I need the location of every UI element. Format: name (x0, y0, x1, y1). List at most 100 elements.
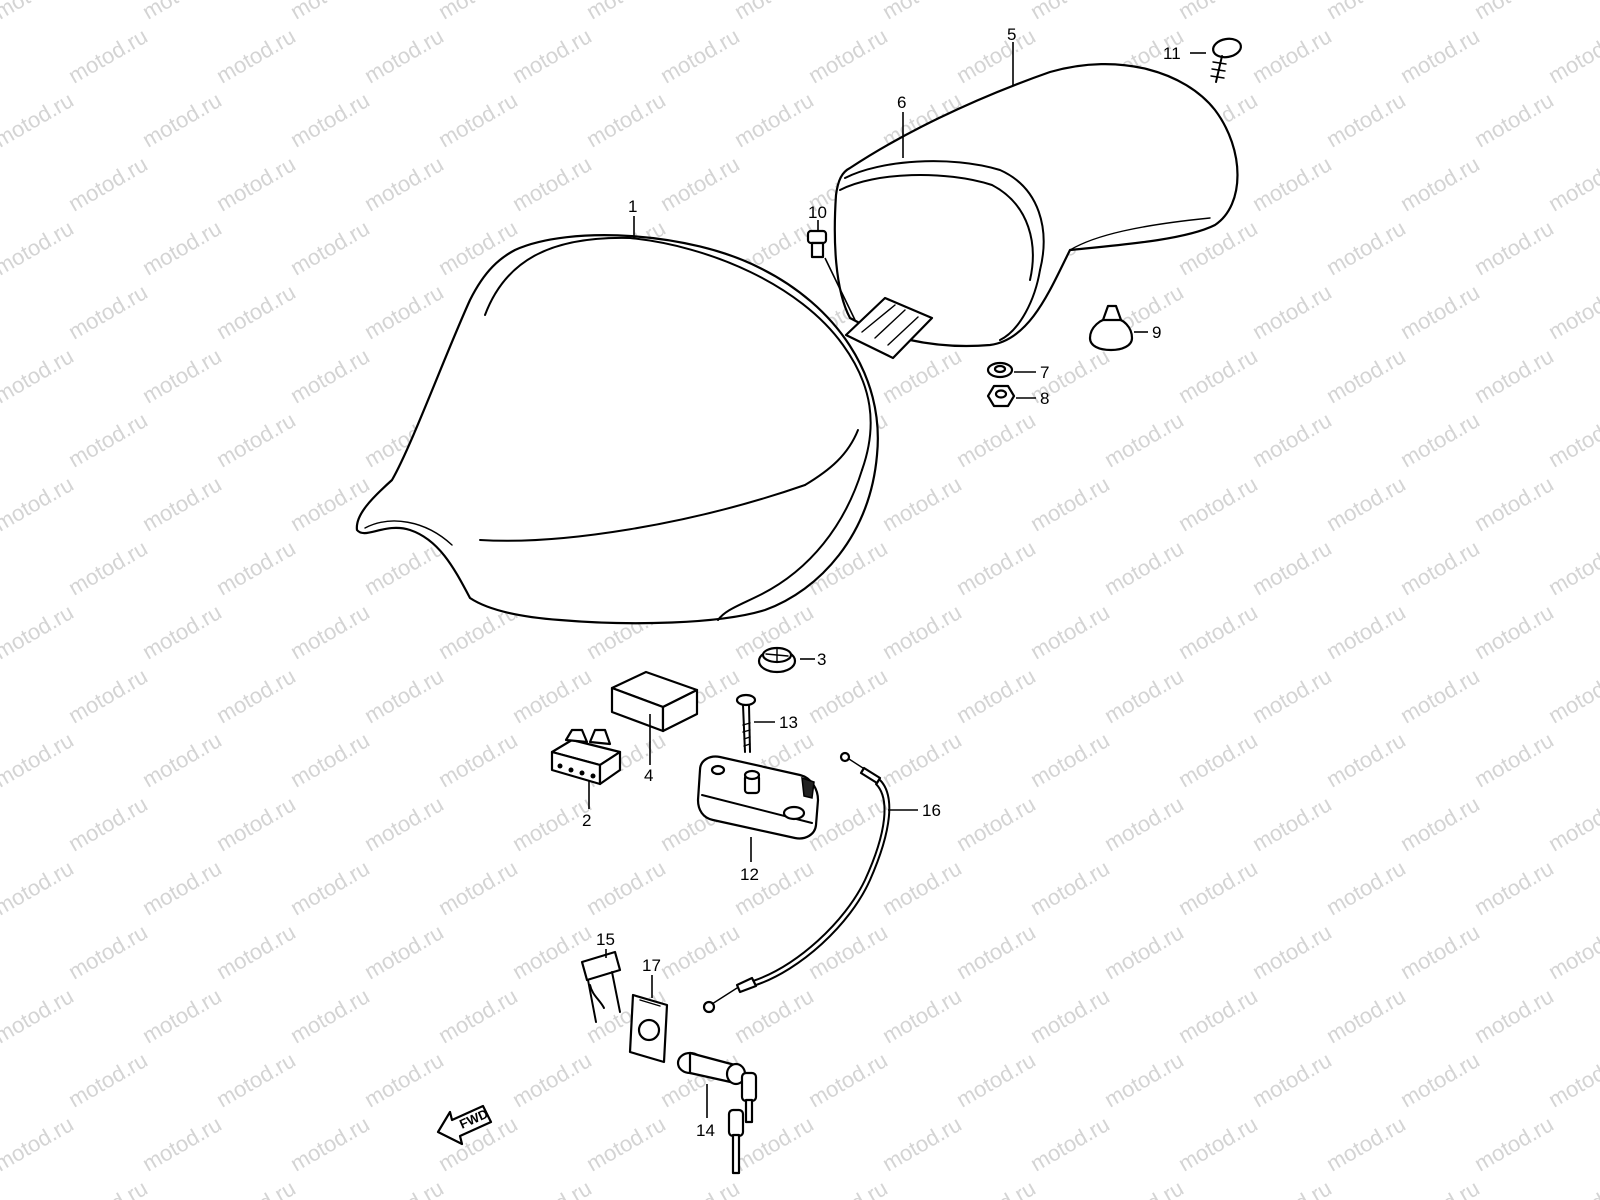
rear-seat-bracket (844, 296, 934, 360)
watermark-text: motod.ru (0, 87, 78, 152)
watermark-text: motod.ru (1396, 663, 1484, 728)
part-9-cushion[interactable] (1088, 304, 1134, 352)
watermark-text: motod.ru (1248, 407, 1336, 472)
watermark-text: motod.ru (1322, 471, 1410, 536)
watermark-text: motod.ru (582, 855, 670, 920)
watermark-text: motod.ru (1322, 1111, 1410, 1176)
watermark-text: motod.ru (360, 1047, 448, 1112)
watermark-text: motod.ru (952, 407, 1040, 472)
watermark-text: motod.ru (1396, 279, 1484, 344)
watermark-text: motod.ru (1322, 343, 1410, 408)
callout-9: 9 (1152, 323, 1161, 342)
watermark-text: motod.ru (360, 23, 448, 88)
watermark-text: motod.ru (1470, 983, 1558, 1048)
watermark-text: motod.ru (1100, 535, 1188, 600)
watermark-text: motod.ru (582, 0, 670, 24)
fwd-arrow: FWD (436, 1104, 493, 1146)
watermark-text: motod.ru (286, 215, 374, 280)
leader-lines (588, 42, 1206, 1118)
watermark-text: motod.ru (1322, 215, 1410, 280)
watermark-text: motod.ru (0, 855, 78, 920)
watermark-text: motod.ru (878, 983, 966, 1048)
watermark-text: motod.ru (1396, 407, 1484, 472)
watermark-text: motod.ru (1026, 599, 1114, 664)
watermark-text: motod.ru (508, 23, 596, 88)
part-1-front-seat[interactable] (355, 234, 879, 625)
watermark-text: motod.ru (1322, 599, 1410, 664)
part-17-plate[interactable] (628, 993, 669, 1064)
watermark-text: motod.ru (0, 727, 78, 792)
watermark-text: motod.ru (730, 87, 818, 152)
watermark-text: motod.ru (1396, 23, 1484, 88)
watermark-text: motod.ru (64, 919, 152, 984)
watermark-text: motod.ru (1396, 791, 1484, 856)
watermark-text: motod.ru (212, 23, 300, 88)
part-12-seat-lock[interactable] (696, 755, 820, 840)
watermark-text: motod.ru (952, 1175, 1040, 1200)
watermark-text: motod.ru (878, 1111, 966, 1176)
watermark-text: motod.ru (138, 0, 226, 24)
watermark-text: motod.ru (1248, 791, 1336, 856)
watermark-text: motod.ru (434, 855, 522, 920)
callout-13: 13 (779, 713, 798, 732)
watermark-text: motod.ru (1026, 1111, 1114, 1176)
part-15-clip[interactable] (580, 950, 622, 1023)
watermark-text: motod.ru (138, 87, 226, 152)
watermark-text: motod.ru (212, 407, 300, 472)
watermark-text: motod.ru (434, 983, 522, 1048)
callout-12: 12 (740, 865, 759, 884)
part-5-rear-seat[interactable] (833, 63, 1239, 348)
watermark-text: motod.ru (1396, 151, 1484, 216)
watermark-text: motod.ru (360, 279, 448, 344)
watermark-text: motod.ru (1026, 983, 1114, 1048)
watermark-text: motod.ru (64, 1047, 152, 1112)
callout-7: 7 (1040, 363, 1049, 382)
watermark-text: motod.ru (360, 151, 448, 216)
part-16-cable[interactable] (702, 751, 891, 1014)
watermark-text: motod.ru (952, 23, 1040, 88)
part-11-screw[interactable] (1210, 37, 1242, 83)
part-3-grommet[interactable] (757, 646, 797, 674)
watermark-text: motod.ru (1544, 407, 1600, 472)
watermark-text: motod.ru (1248, 1175, 1336, 1200)
watermark-text: motod.ru (1100, 791, 1188, 856)
watermark-text: motod.ru (138, 727, 226, 792)
watermark-text: motod.ru (138, 855, 226, 920)
callout-labels: 1 2 3 4 5 6 7 8 9 10 11 12 13 14 15 16 1… (582, 25, 1181, 1140)
watermark-text: motod.ru (1322, 855, 1410, 920)
watermark-text: motod.ru (1248, 1047, 1336, 1112)
part-13-screw[interactable] (735, 693, 757, 753)
watermark-text: motod.ru (1322, 727, 1410, 792)
watermark-text: motod.ru (434, 87, 522, 152)
watermark-text: motod.ru (0, 215, 78, 280)
part-7-washer[interactable] (986, 361, 1014, 379)
watermark-text: motod.ru (0, 0, 78, 24)
watermark-text: motod.ru (1544, 1175, 1600, 1200)
watermark-text: motod.ru (286, 343, 374, 408)
watermark-text: motod.ru (64, 535, 152, 600)
watermark-text: motod.ru (1174, 855, 1262, 920)
watermark-text: motod.ru (286, 0, 374, 24)
watermark-text: motod.ru (360, 919, 448, 984)
watermark-text: motod.ru (1100, 663, 1188, 728)
part-14-lock-and-keys[interactable] (676, 1051, 758, 1175)
watermark-text: motod.ru (878, 727, 966, 792)
watermark-text: motod.ru (952, 535, 1040, 600)
watermark-text: motod.ru (878, 855, 966, 920)
watermark-text: motod.ru (1544, 919, 1600, 984)
part-4-pad[interactable] (610, 670, 699, 733)
part-2-cushion-block[interactable] (550, 728, 622, 786)
watermark-text: motod.ru (1544, 663, 1600, 728)
part-10-bolt[interactable] (806, 229, 828, 259)
watermark-text: motod.ru (1470, 87, 1558, 152)
watermark-text: motod.ru (804, 1047, 892, 1112)
watermark-text: motod.ru (212, 279, 300, 344)
watermark-text: motod.ru (730, 983, 818, 1048)
watermark-text: motod.ru (1544, 1047, 1600, 1112)
watermark-text: motod.ru (1544, 791, 1600, 856)
watermark-text: motod.ru (878, 0, 966, 24)
watermark-text: motod.ru (286, 983, 374, 1048)
watermark-text: motod.ru (286, 87, 374, 152)
watermark-text: motod.ru (1026, 0, 1114, 24)
part-8-nut[interactable] (986, 384, 1016, 408)
